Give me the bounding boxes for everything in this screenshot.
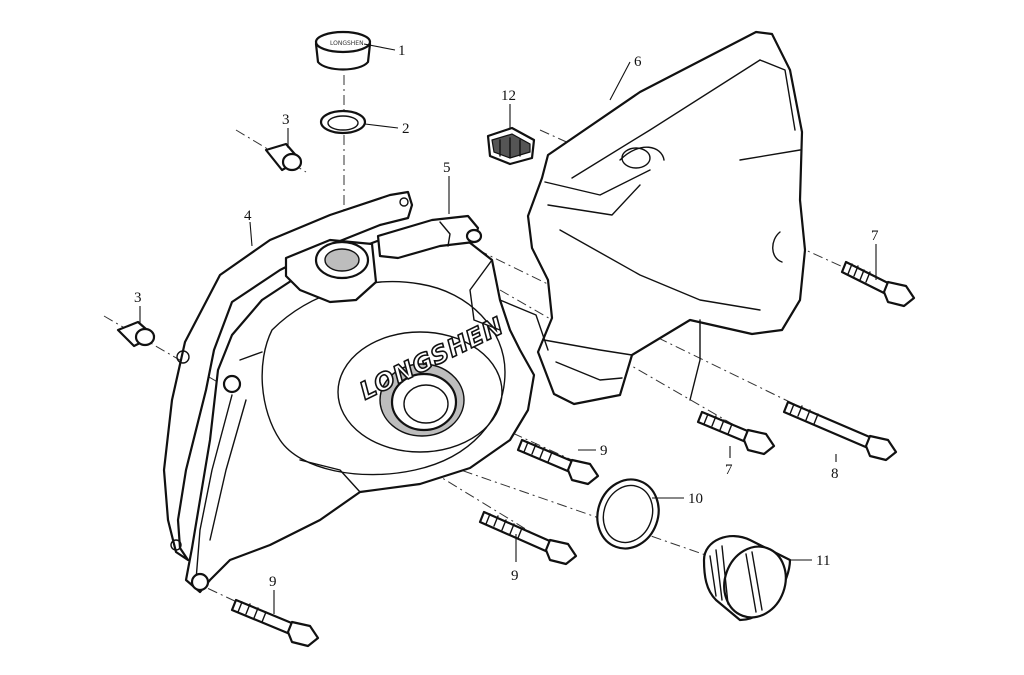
callout-3-upper: 3 (282, 112, 290, 128)
bolt-7-lower (696, 410, 776, 456)
callout-7-lower: 7 (725, 462, 733, 478)
bolt-9-center (478, 510, 578, 566)
callout-9-bottom: 9 (269, 574, 277, 590)
callout-1: 1 (398, 43, 406, 59)
callout-9-center: 9 (511, 568, 519, 584)
callout-labels: 1 2 3 3 4 5 6 7 7 8 9 9 9 10 11 12 (134, 43, 879, 590)
callout-7-upper: 7 (871, 228, 879, 244)
bolt-9-middle (516, 438, 600, 486)
bolt-8 (782, 400, 898, 462)
callout-5: 5 (443, 160, 451, 176)
dowel-pin-lower (116, 320, 156, 348)
callout-3-lower: 3 (134, 290, 142, 306)
callout-6: 6 (634, 54, 642, 70)
callout-4: 4 (244, 208, 252, 224)
side-cover: LONGSHEN (184, 214, 549, 594)
o-ring-small (319, 109, 367, 135)
cap-mark-text: LONGSHEN (330, 40, 364, 47)
o-ring-large (596, 478, 660, 550)
callout-2: 2 (402, 121, 410, 137)
gasket (162, 190, 414, 562)
dowel-pin-upper (264, 142, 303, 172)
outer-cover (526, 30, 807, 406)
filler-cap: LONGSHEN (314, 30, 372, 71)
callout-10: 10 (688, 491, 703, 507)
bolt-7-upper (840, 260, 916, 308)
callout-8: 8 (831, 466, 839, 482)
callout-12: 12 (501, 88, 516, 104)
bolt-9-bottom (230, 598, 320, 648)
callout-9-middle: 9 (600, 443, 608, 459)
callout-11: 11 (816, 553, 830, 569)
leader-lines (139, 43, 877, 614)
connector-grommet (486, 126, 536, 166)
inspection-plug (702, 535, 792, 622)
